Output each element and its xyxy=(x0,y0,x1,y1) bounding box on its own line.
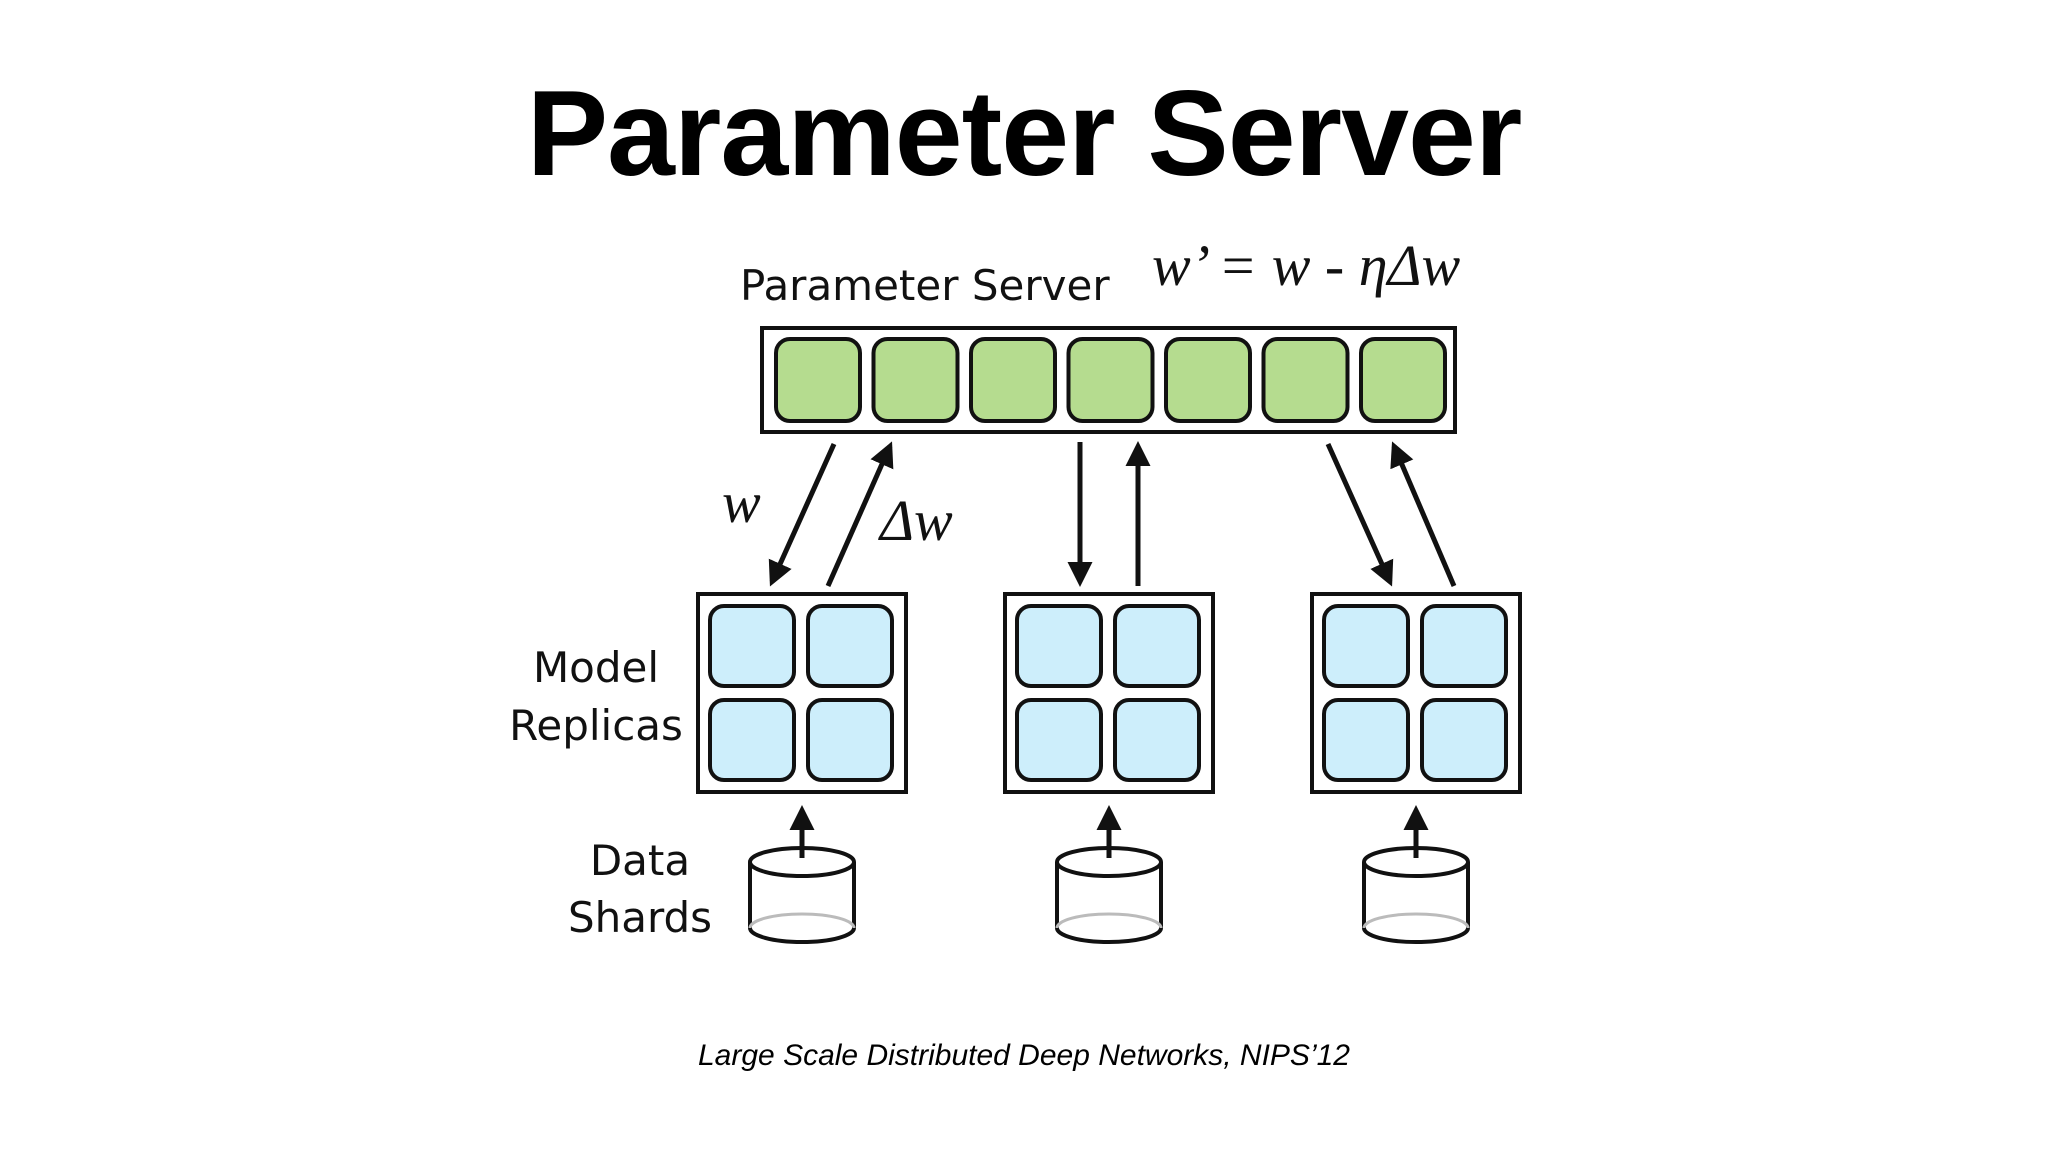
replica-cell xyxy=(1015,604,1103,688)
server-cell xyxy=(774,337,862,423)
replica-cell xyxy=(708,604,796,688)
slide-title: Parameter Server xyxy=(526,65,1523,201)
server-cell xyxy=(1359,337,1447,423)
replica-cell xyxy=(1322,698,1410,782)
update-rule: w’ = w - ηΔw xyxy=(1152,233,1461,298)
server-cell xyxy=(871,337,960,423)
data-shards xyxy=(748,805,1470,944)
push-arrow xyxy=(1390,441,1457,587)
fetch-arrow xyxy=(768,442,837,587)
push-label: Δw xyxy=(878,488,953,553)
model-replicas xyxy=(696,592,1522,794)
shard-body xyxy=(1055,862,1163,944)
fetch-arrow xyxy=(1325,442,1394,587)
shard-body xyxy=(748,862,856,944)
replica-cell xyxy=(806,698,894,782)
server-cell xyxy=(1261,337,1350,423)
replica-cell xyxy=(1015,698,1103,782)
citation: Large Scale Distributed Deep Networks, N… xyxy=(698,1039,1350,1072)
arrows xyxy=(768,441,1457,588)
replica-cell xyxy=(1420,698,1508,782)
shards-label-line-1: Data xyxy=(590,836,690,885)
replica-cell xyxy=(1322,604,1410,688)
shard-inner-rim xyxy=(748,912,856,929)
replica-cell xyxy=(806,604,894,688)
replica-cell xyxy=(708,698,796,782)
push-arrow xyxy=(825,441,894,588)
model-replica xyxy=(1003,592,1215,794)
replica-cell xyxy=(1113,604,1201,688)
server-cells xyxy=(774,337,1447,423)
model-replica xyxy=(1310,592,1522,794)
data-shard xyxy=(748,805,856,944)
replicas-label-line-1: Model xyxy=(533,643,659,692)
replica-cell xyxy=(1113,698,1201,782)
data-shard xyxy=(1362,805,1470,944)
shards-label-line-2: Shards xyxy=(568,893,712,942)
shard-body xyxy=(1362,862,1470,944)
server-cell xyxy=(1164,337,1252,423)
shard-inner-rim xyxy=(1362,912,1470,929)
model-replica xyxy=(696,592,908,794)
shard-inner-rim xyxy=(1055,912,1163,929)
replica-cell xyxy=(1420,604,1508,688)
fetch-label: w xyxy=(722,470,761,535)
server-label: Parameter Server xyxy=(740,261,1110,310)
data-shard xyxy=(1055,805,1163,944)
replicas-label-line-2: Replicas xyxy=(509,701,683,750)
server-cell xyxy=(1066,337,1155,423)
server-cell xyxy=(969,337,1057,423)
